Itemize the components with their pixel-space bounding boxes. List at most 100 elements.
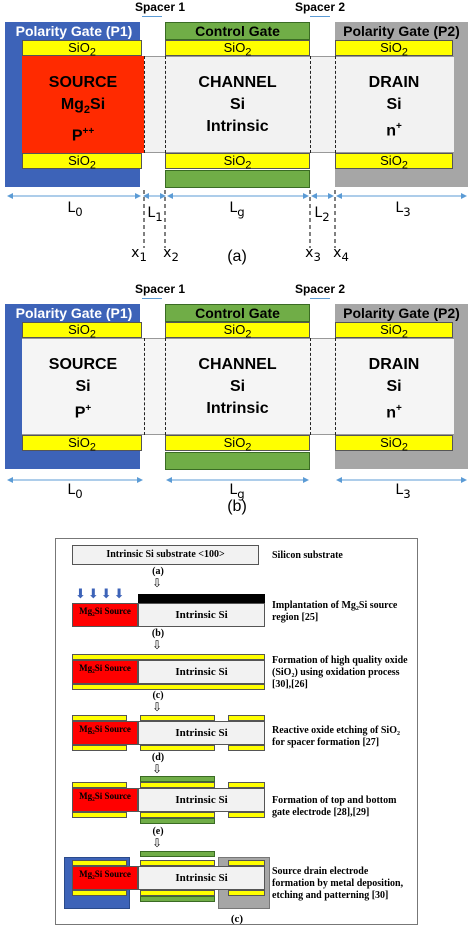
- intrinsic-si-c: Intrinsic Si: [138, 721, 265, 745]
- p1-label: Polarity Gate (P1): [15, 23, 133, 39]
- spacer2-label-b: Spacer 2: [294, 282, 346, 296]
- caption-a: (a): [227, 248, 247, 265]
- oxide-e-6: [228, 890, 265, 896]
- L2-label: L2: [314, 205, 330, 224]
- oxide-d-5: [140, 812, 215, 818]
- x2-boundary-b: [165, 338, 166, 435]
- substrate-box: Intrinsic Si substrate <100>: [72, 545, 259, 565]
- spacer1-arrow-b: [142, 298, 162, 299]
- L0-label-b: L0: [67, 482, 83, 501]
- oxide-top-b-step: [72, 654, 265, 660]
- x3-label: x3: [305, 245, 321, 264]
- implant-arrows: ⬇⬇⬇⬇: [75, 586, 127, 601]
- mg2si-source-b: Mg₂Si Source: [72, 660, 138, 684]
- oxide-p2-top-b: SiO2: [335, 322, 453, 341]
- x2-label: x2: [163, 245, 179, 264]
- gate-e-top: [140, 851, 215, 857]
- step-b-desc: Formation of high quality oxide (SiO₂) u…: [272, 655, 408, 690]
- mg2si-source-e: Mg₂Si Source: [72, 866, 138, 890]
- oxide-p2-bottom-b: SiO2: [335, 435, 453, 454]
- spacer1-arrow: [142, 16, 162, 17]
- mask-layer: [138, 594, 265, 603]
- step-b-letter: (b): [151, 628, 165, 639]
- oxide-c-4: [72, 745, 127, 751]
- intrinsic-si-a: Intrinsic Si: [138, 603, 265, 627]
- oxide-e-1: [72, 860, 127, 866]
- oxide-d-1: [72, 782, 127, 788]
- source-text-b: SOURCE Si P+: [48, 356, 118, 422]
- body-b: [22, 338, 454, 435]
- source-region: [22, 56, 144, 153]
- step-c-letter: (c): [152, 690, 164, 701]
- dimension-lines-b: [7, 477, 467, 483]
- mg2si-source-a: Mg₂Si Source: [72, 603, 138, 627]
- oxide-d-3: [228, 782, 265, 788]
- oxide-p1-top-b: SiO2: [22, 322, 142, 341]
- x3-boundary: [310, 56, 311, 153]
- step-e-desc: Source drain electrode formation by meta…: [272, 866, 404, 901]
- gate-d-top: [140, 776, 215, 782]
- step-c-arrow: ⇩: [152, 700, 163, 714]
- spacer1-label: Spacer 1: [134, 0, 186, 14]
- oxide-d-4: [72, 812, 127, 818]
- oxide-e-3: [228, 860, 265, 866]
- Lg-label: Lg: [229, 200, 245, 219]
- L3-label: L3: [395, 200, 411, 219]
- x2-boundary: [165, 56, 166, 153]
- control-gate-bottom-b: [165, 452, 310, 470]
- caption-b: (b): [227, 498, 247, 515]
- oxide-p2-bottom: SiO2: [335, 153, 453, 172]
- caption-c: (c): [230, 913, 244, 925]
- L0-label: L0: [67, 200, 83, 219]
- control-gate-bottom: [165, 170, 310, 188]
- oxide-d-2: [140, 782, 215, 788]
- step-a-arrow: ⇩: [152, 576, 163, 590]
- channel-body: [144, 56, 454, 153]
- intrinsic-si-e: Intrinsic Si: [138, 866, 265, 890]
- oxide-p1-bottom: SiO2: [22, 153, 142, 172]
- x1-boundary-b: [144, 338, 145, 435]
- dimension-lines-a: [7, 190, 467, 248]
- source-text: SOURCE Mg2Si P++: [48, 74, 118, 145]
- spacer2-label: Spacer 2: [294, 0, 346, 14]
- x4-boundary-b: [335, 338, 336, 435]
- oxide-e-2: [140, 860, 215, 866]
- step-c-desc: Reactive oxide etching of SiO₂ for space…: [272, 725, 400, 748]
- oxide-e-4: [72, 890, 127, 896]
- step-a-desc: Implantation of Mg₂Si source region [25]: [272, 600, 398, 623]
- oxide-c-1: [72, 715, 127, 721]
- gate-e-bottom: [140, 896, 215, 902]
- x1-label: x1: [131, 245, 147, 264]
- p2-label-b: Polarity Gate (P2): [343, 305, 460, 321]
- oxide-cg-bottom-b: SiO2: [165, 435, 310, 454]
- control-gate-label: Control Gate: [195, 23, 280, 39]
- step-e-arrow: ⇩: [152, 836, 163, 850]
- control-gate-top-b: [165, 304, 310, 322]
- control-gate-top: [165, 22, 310, 40]
- L1-label: L1: [147, 205, 163, 224]
- step-d-arrow: ⇩: [152, 762, 163, 776]
- x3-boundary-b: [310, 338, 311, 435]
- L3-label-b: L3: [395, 482, 411, 501]
- p1-label-b: Polarity Gate (P1): [15, 305, 133, 321]
- oxide-bottom-b-step: [72, 684, 265, 690]
- step-d-desc: Formation of top and bottom gate electro…: [272, 795, 397, 818]
- Lg-label-b: Lg: [229, 482, 245, 501]
- oxide-p1-bottom-b: SiO2: [22, 435, 142, 454]
- oxide-c-2: [140, 715, 215, 721]
- control-gate-label-b: Control Gate: [195, 305, 280, 321]
- channel-text: CHANNEL Si Intrinsic: [198, 74, 277, 135]
- channel-text-b: CHANNEL Si Intrinsic: [198, 356, 277, 417]
- intrinsic-si-d: Intrinsic Si: [138, 788, 265, 812]
- oxide-p2-top: SiO2: [335, 40, 453, 59]
- drain-text-b: DRAIN Si n+: [368, 356, 420, 422]
- mg2si-source-d: Mg₂Si Source: [72, 788, 138, 812]
- step-e-letter: (e): [152, 826, 164, 837]
- oxide-c-6: [228, 745, 265, 751]
- step-b-arrow: ⇩: [152, 638, 163, 652]
- x4-label: x4: [333, 245, 349, 264]
- drain-text: DRAIN Si n+: [368, 74, 420, 140]
- oxide-p1-top: SiO2: [22, 40, 142, 59]
- x1-boundary: [144, 56, 145, 153]
- oxide-cg-bottom: SiO2: [165, 153, 310, 172]
